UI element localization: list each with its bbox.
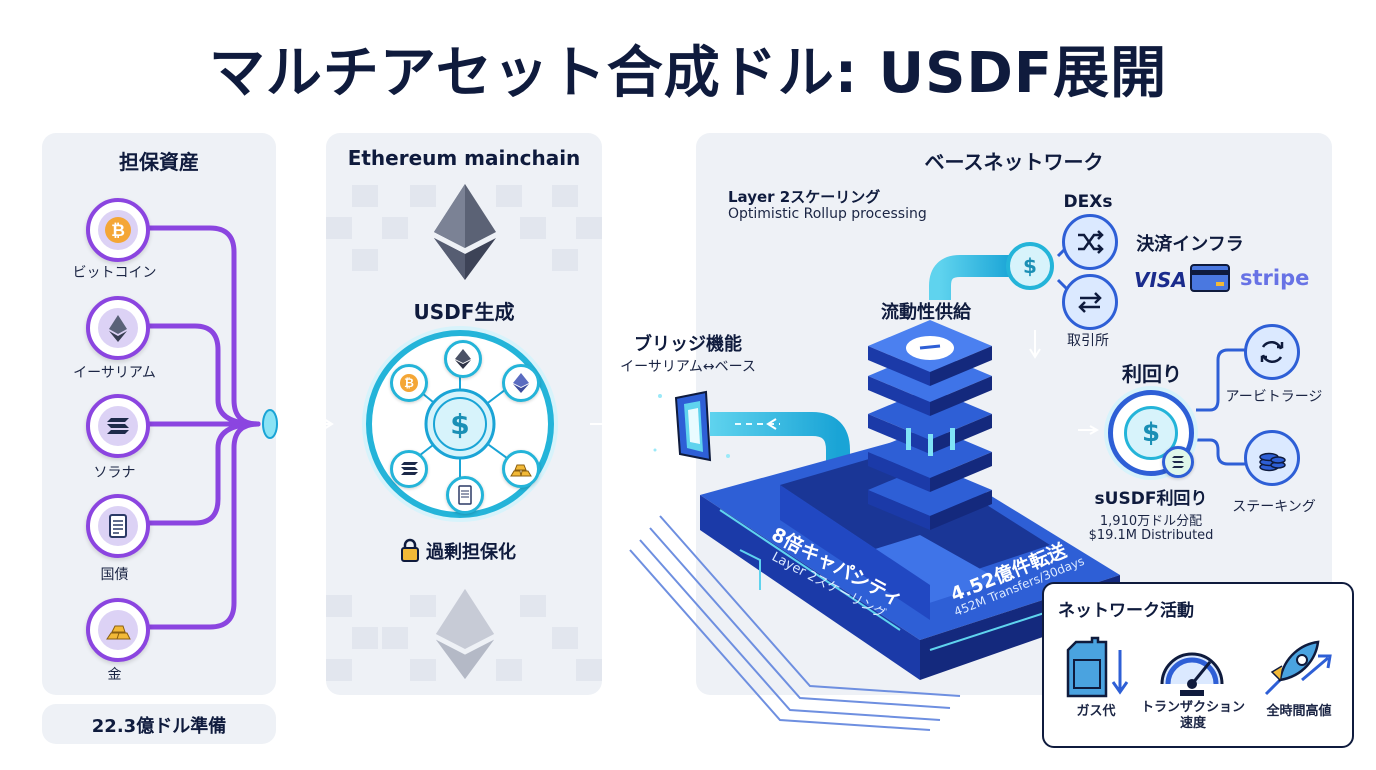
mint-eth2-coin	[502, 364, 540, 402]
susdf-distributed-jp: 1,910万ドル分配	[1099, 514, 1203, 529]
susdf-badge	[1162, 446, 1194, 478]
coin-stack-icon	[1259, 452, 1286, 472]
yield-title: 利回り	[1122, 362, 1182, 386]
dex-hub: $	[1006, 242, 1054, 290]
bitcoin-icon: ₿	[105, 217, 131, 243]
staking-node	[1244, 430, 1300, 486]
visa-logo: VISA	[1134, 268, 1187, 292]
bitcoin-icon: ₿	[400, 374, 418, 392]
susdf-yield-title: sUSDF利回り	[1094, 489, 1208, 509]
usdf-symbol-icon: $	[450, 408, 469, 441]
dexs-label: DEXs	[1063, 192, 1113, 212]
stripe-logo: stripe	[1240, 266, 1310, 290]
page-title: マルチアセット合成ドル: USDF展開	[208, 41, 1168, 106]
bridge-subtitle: イーサリアム↔ベース	[620, 359, 756, 375]
asset-label-bitcoin: ビットコイン	[72, 265, 157, 281]
usdf-mint-label: USDF生成	[413, 300, 515, 324]
document-icon	[109, 514, 127, 538]
ethereum-icon	[109, 315, 127, 342]
layer2-title: Layer 2スケーリング	[728, 188, 881, 206]
solana-icon	[107, 418, 129, 434]
lock-icon	[401, 538, 419, 562]
credit-card-icon	[1190, 264, 1230, 292]
gold-bars-icon	[106, 625, 131, 640]
ethereum-coin	[86, 296, 150, 360]
mint-gold-coin	[502, 450, 540, 488]
tx-speed-label: トランザクション速度	[1140, 700, 1245, 731]
all-time-high-label: 全時間高値	[1266, 704, 1332, 719]
network-activity-title: ネットワーク活動	[1058, 601, 1194, 621]
exchange-label: 取引所	[1067, 333, 1109, 349]
reserve-label: 22.3億ドル準備	[91, 716, 227, 737]
svg-text:₿: ₿	[404, 376, 414, 390]
svg-text:₿: ₿	[111, 221, 125, 241]
bridge-portal-icon	[653, 390, 730, 462]
asset-label-gold: 金	[107, 667, 122, 683]
gold-coin	[86, 598, 150, 662]
liquidity-label: 流動性供給	[881, 302, 971, 323]
asset-label-treasury: 国債	[100, 567, 129, 583]
exchange-arrows-icon	[1078, 292, 1102, 313]
treasury-coin	[86, 494, 150, 558]
overcollateral-label: 過剰担保化	[426, 542, 516, 563]
gold-bars-icon	[510, 464, 532, 477]
ethereum-panel-pattern	[326, 185, 602, 681]
layer2-subtitle: Optimistic Rollup processing	[728, 206, 927, 222]
usdf-mint-spokes: $	[405, 356, 519, 492]
gas-can-icon	[1066, 636, 1129, 698]
mint-eth-coin	[444, 340, 482, 378]
usdf-coin-icon: $	[1023, 254, 1037, 278]
asset-label-solana: ソラナ	[93, 465, 136, 481]
payment-infra-title: 決済インフラ	[1136, 234, 1244, 255]
mint-btc-coin: ₿	[390, 364, 428, 402]
rocket-icon	[1264, 640, 1332, 696]
ethereum-icon	[455, 349, 471, 369]
gas-fee-label: ガス代	[1076, 704, 1116, 719]
bitcoin-coin: ₿	[86, 198, 150, 262]
base-title: ベースネットワーク	[924, 150, 1104, 174]
mint-sol-coin	[390, 450, 428, 488]
asset-label-ethereum: イーサリアム	[73, 365, 156, 381]
susdf-distributed-en: $19.1M Distributed	[1088, 528, 1214, 543]
ethereum-title: Ethereum mainchain	[347, 146, 581, 170]
solana-icon	[1172, 456, 1184, 468]
shuffle-icon	[1078, 230, 1104, 254]
arbitrage-label: アービトラージ	[1225, 389, 1323, 405]
ethereum-logo-icon	[434, 184, 496, 280]
solana-coin	[86, 394, 150, 458]
mint-doc-coin	[446, 476, 484, 514]
solana-icon	[401, 462, 418, 475]
arbitrage-node	[1244, 324, 1300, 380]
collateral-title: 担保資産	[119, 150, 199, 174]
dex-swap-node	[1062, 214, 1118, 270]
liquidity-tower	[868, 320, 992, 530]
refresh-icon	[1260, 340, 1284, 364]
ethereum-watermark-icon	[435, 588, 495, 680]
document-icon	[458, 485, 472, 505]
exchange-node	[1062, 274, 1118, 330]
staking-label: ステーキング	[1232, 499, 1316, 515]
speedometer-icon	[1160, 652, 1224, 696]
bridge-title: ブリッジ機能	[634, 334, 742, 355]
ethereum-icon	[513, 373, 529, 393]
reserve-box	[42, 704, 276, 744]
